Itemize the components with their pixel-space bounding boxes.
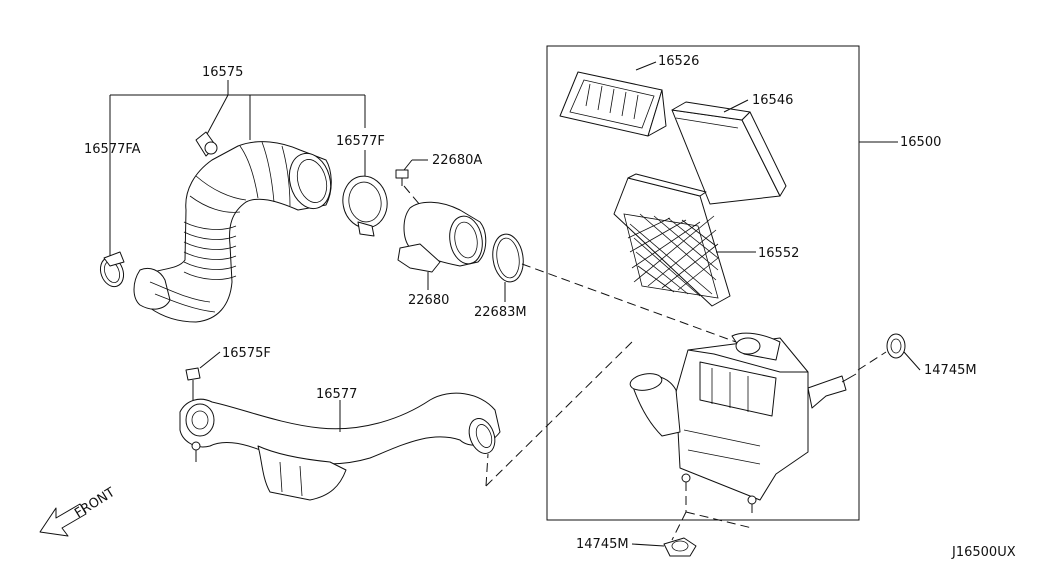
bracket-16575 xyxy=(109,80,366,258)
filter-16546 xyxy=(671,99,787,205)
screw-22680A xyxy=(395,159,428,206)
o-ring-22683M xyxy=(492,233,737,343)
label-16577: 16577 xyxy=(316,387,357,402)
label-16575F: 16575F xyxy=(222,346,271,361)
grommet-14745M-bottom xyxy=(631,537,697,557)
label-16577FA: 16577FA xyxy=(84,142,141,157)
air-cleaner-body xyxy=(629,332,857,541)
label-16500: 16500 xyxy=(900,135,941,150)
maf-sensor-22680 xyxy=(397,201,487,290)
label-14745M-bottom: 14745M xyxy=(576,537,629,552)
filter-16552 xyxy=(613,173,756,307)
clamp-16577FA xyxy=(99,251,125,288)
label-16575: 16575 xyxy=(202,65,243,80)
label-22683M: 22683M xyxy=(474,305,527,320)
label-22680A: 22680A xyxy=(432,153,482,168)
label-16526: 16526 xyxy=(658,54,699,69)
duct-hose-16575 xyxy=(133,131,332,323)
label-16552: 16552 xyxy=(758,246,799,261)
diagram-id: J16500UX xyxy=(951,545,1016,560)
bolt-16575F xyxy=(185,351,221,408)
resonator-duct-16577 xyxy=(179,339,635,501)
bellows-ribs xyxy=(183,221,237,280)
label-14745M-right: 14745M xyxy=(924,363,977,378)
clamp-16577F xyxy=(342,150,388,237)
grommet-14745M-right xyxy=(857,333,921,371)
front-label: FRONT xyxy=(72,485,118,521)
label-16546: 16546 xyxy=(752,93,793,108)
filter-16526 xyxy=(559,61,667,137)
mesh-pattern xyxy=(627,213,719,297)
label-16577F: 16577F xyxy=(336,134,385,149)
label-22680: 22680 xyxy=(408,293,449,308)
front-arrow-icon xyxy=(39,503,87,537)
assembly-frame-16500 xyxy=(546,45,860,521)
